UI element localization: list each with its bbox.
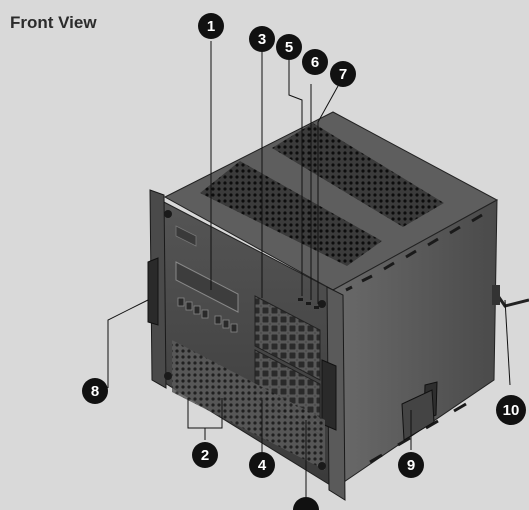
side-power-plate	[401, 389, 435, 441]
top-vent-right	[272, 123, 444, 227]
callout-3: 3	[249, 26, 275, 52]
left-handle	[147, 257, 159, 326]
side-vent-slots	[345, 213, 483, 464]
callout-3-label: 3	[258, 31, 266, 48]
power-connector	[492, 285, 500, 305]
status-leds	[298, 298, 319, 309]
callout-8: 8	[82, 378, 108, 404]
front-bottom-vent	[172, 340, 325, 470]
model-plate	[175, 225, 197, 247]
callout-4-label: 4	[258, 457, 267, 474]
callout-8-label: 8	[91, 383, 99, 400]
page-title: Front View	[10, 13, 97, 32]
callout-2-label: 2	[201, 447, 209, 464]
callout-7: 7	[330, 61, 356, 87]
callout-9: 9	[398, 452, 424, 478]
callout-9-label: 9	[407, 457, 415, 474]
input-keypad	[254, 295, 321, 381]
top-vent-left	[200, 161, 382, 266]
callout-partial	[293, 497, 319, 510]
callout-5-label: 5	[285, 39, 293, 56]
callout-10: 10	[496, 395, 526, 425]
callout-2: 2	[192, 442, 218, 468]
callout-4: 4	[249, 452, 275, 478]
callout-6-label: 6	[311, 54, 319, 71]
lcd-panel	[175, 261, 239, 313]
leader-lines	[107, 41, 511, 497]
rack-screws	[164, 210, 326, 470]
callout-10-label: 10	[503, 402, 520, 419]
callout-1: 1	[198, 13, 224, 39]
callout-7-label: 7	[339, 66, 347, 83]
right-handle	[321, 359, 337, 431]
function-buttons	[177, 297, 238, 333]
callout-5: 5	[276, 34, 302, 60]
callout-6: 6	[302, 49, 328, 75]
callout-1-label: 1	[207, 18, 215, 35]
